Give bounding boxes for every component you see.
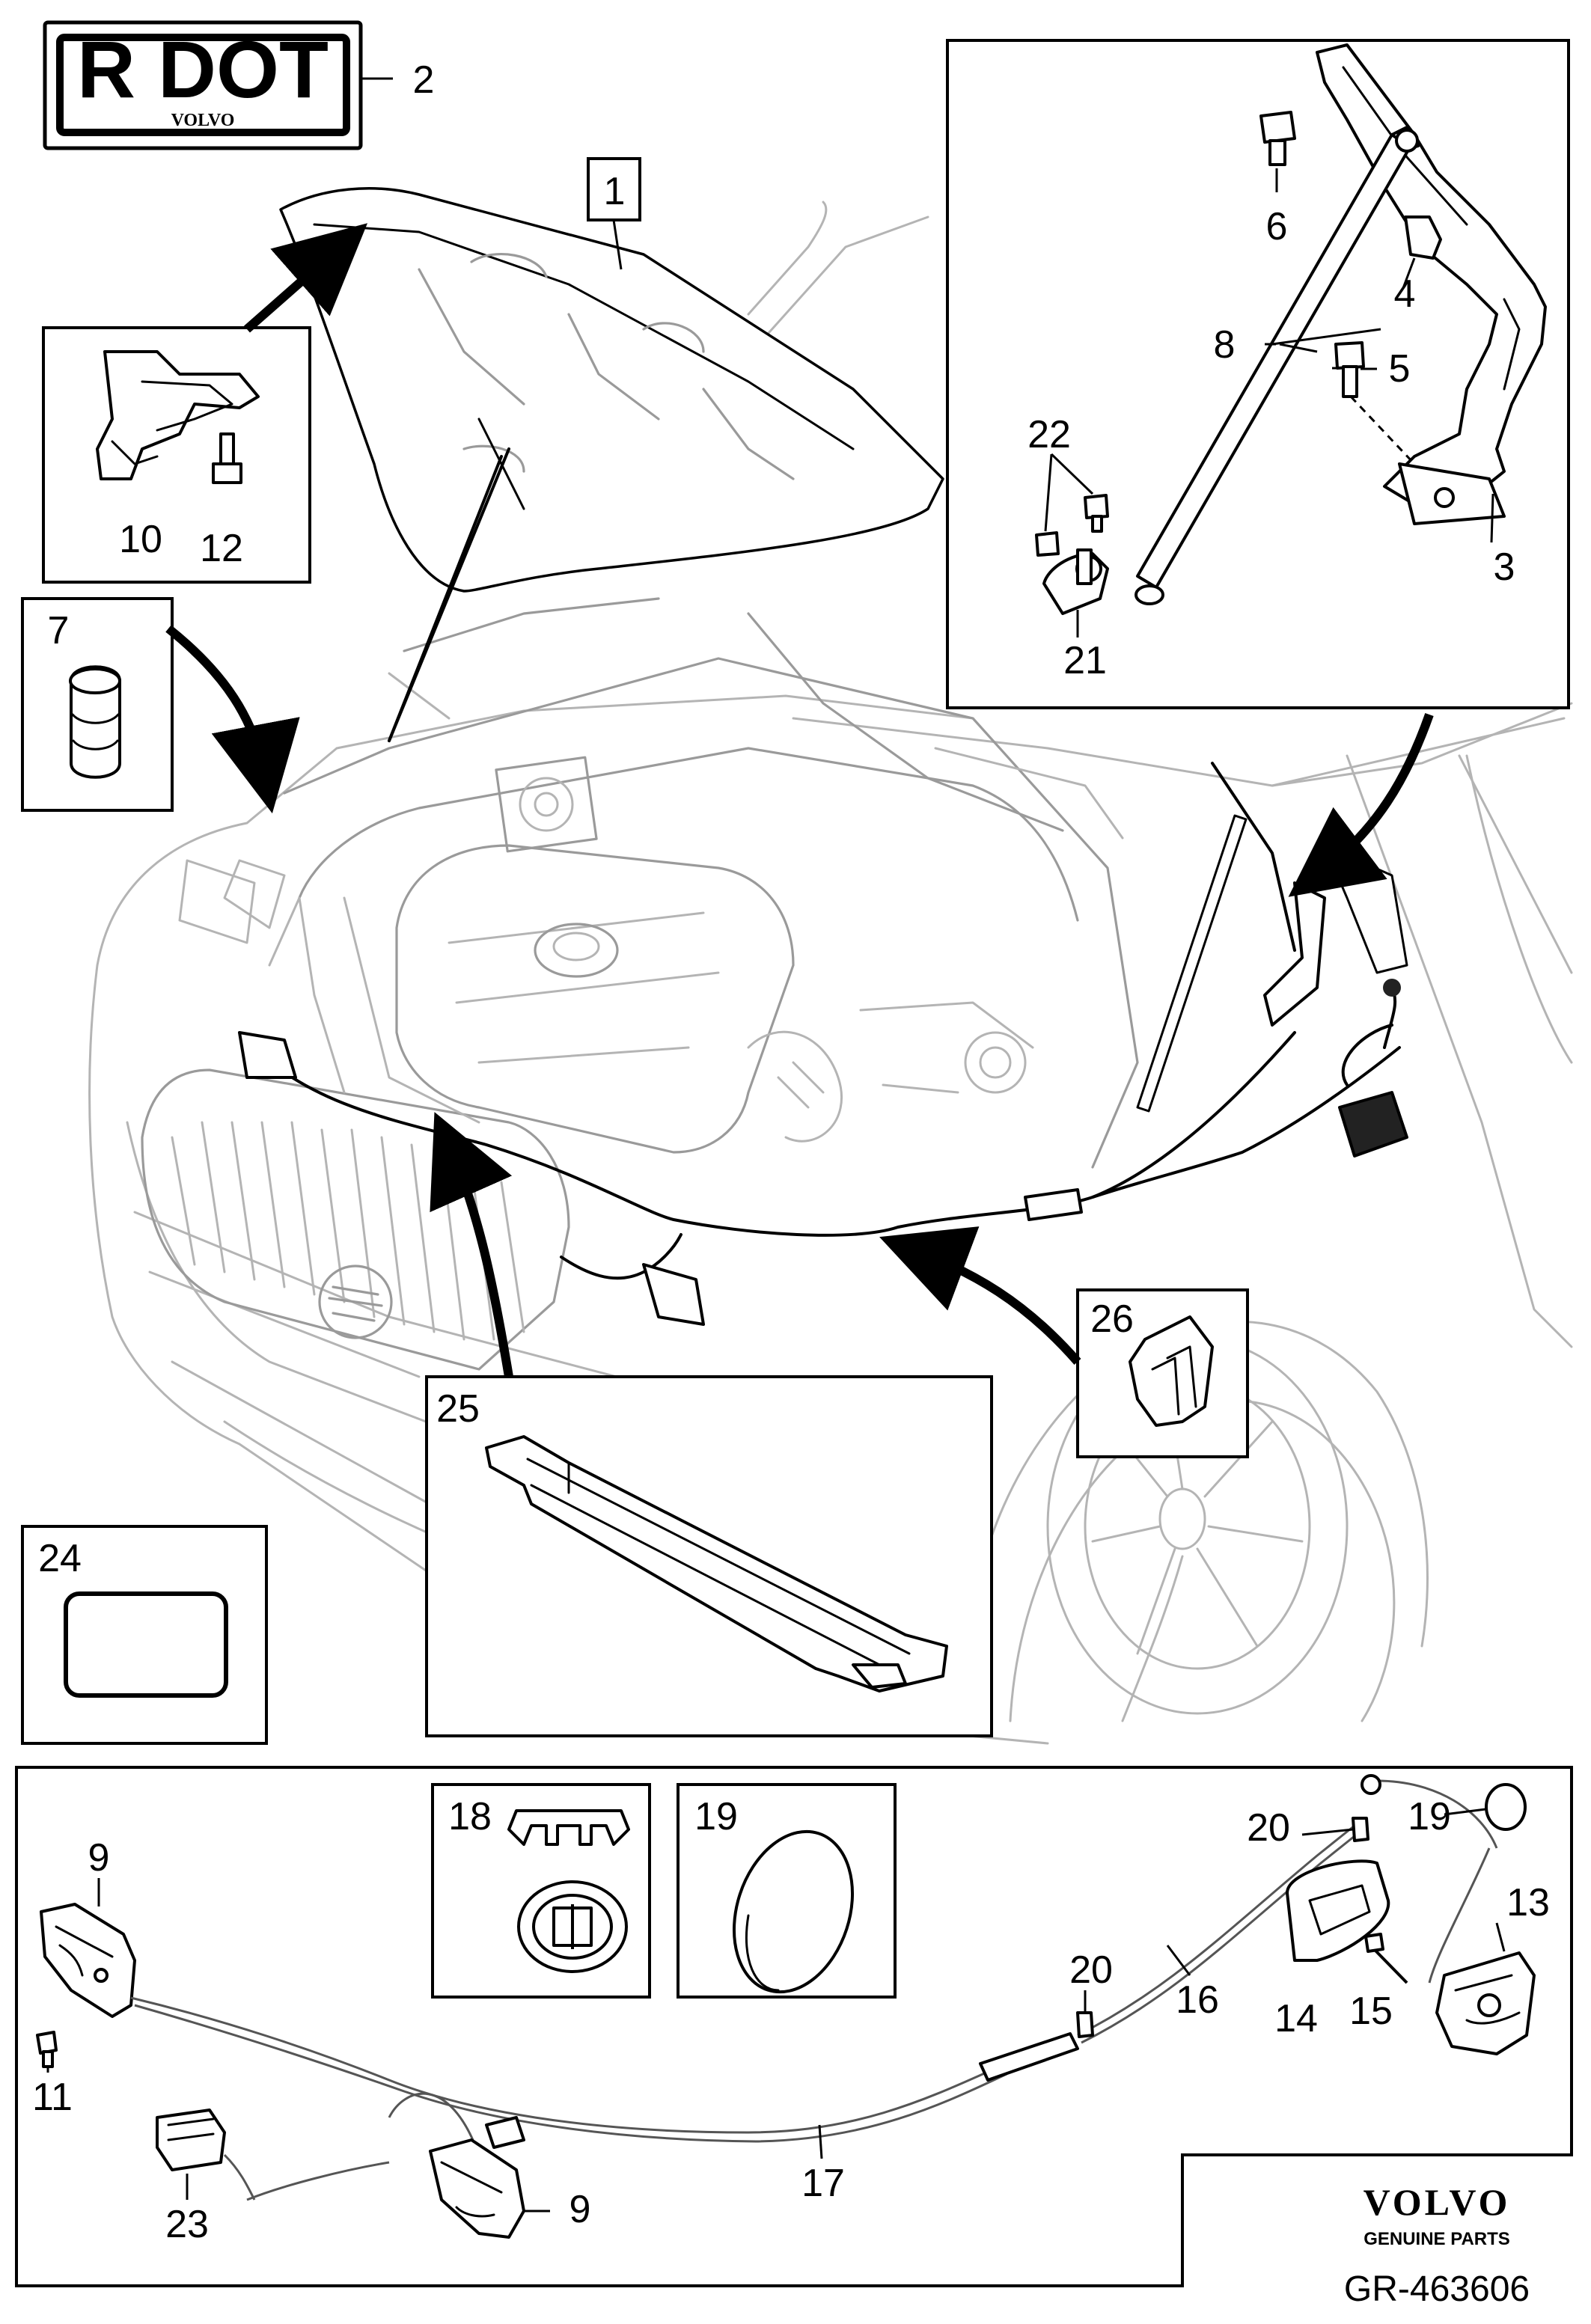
callout-11: 11 bbox=[32, 2076, 73, 2119]
inset-grommet bbox=[21, 597, 174, 812]
callout-8: 8 bbox=[1214, 323, 1236, 367]
callout-20-lower: 20 bbox=[1069, 1948, 1113, 1992]
callout-18: 18 bbox=[448, 1795, 492, 1838]
bottom-panel bbox=[15, 1766, 1573, 2287]
volvo-wordmark: VOLVO bbox=[1364, 2181, 1511, 2223]
callout-25: 25 bbox=[436, 1387, 480, 1431]
callout-13: 13 bbox=[1506, 1881, 1550, 1924]
callout-19-box: 19 bbox=[694, 1795, 738, 1838]
callout-2: 2 bbox=[413, 58, 435, 102]
inset-plate bbox=[21, 1525, 268, 1745]
callout-5: 5 bbox=[1389, 347, 1411, 391]
bonnet bbox=[279, 187, 944, 742]
rdot-sub-text: VOLVO bbox=[171, 111, 235, 130]
callout-9-lower: 9 bbox=[569, 2188, 591, 2231]
inset-cable-clip bbox=[1076, 1288, 1249, 1458]
callout-15: 15 bbox=[1349, 1990, 1393, 2033]
callout-6: 6 bbox=[1266, 205, 1288, 248]
callout-12: 12 bbox=[200, 527, 243, 570]
gas-strut-right bbox=[1136, 814, 1248, 1113]
callout-3: 3 bbox=[1494, 545, 1515, 589]
callout-1: 1 bbox=[604, 170, 626, 213]
car-illustration bbox=[88, 201, 1573, 1745]
gas-strut-left bbox=[388, 455, 503, 742]
bay-wiring-harness bbox=[253, 1031, 1296, 1237]
inset-hood-bumper bbox=[42, 326, 311, 584]
callout-21: 21 bbox=[1063, 639, 1107, 682]
callout-19-cap: 19 bbox=[1408, 1795, 1451, 1838]
callout-7: 7 bbox=[48, 609, 70, 652]
callout-23: 23 bbox=[165, 2203, 209, 2246]
callout-20-upper: 20 bbox=[1247, 1806, 1290, 1850]
genuine-parts-tagline: GENUINE PARTS bbox=[1364, 2229, 1510, 2249]
callout-26: 26 bbox=[1090, 1297, 1134, 1341]
callout-17: 17 bbox=[801, 2162, 845, 2205]
volvo-brand-block: VOLVO GENUINE PARTS GR-463606 bbox=[1344, 2181, 1530, 2309]
inset-hinge-strut bbox=[946, 39, 1570, 709]
inset-seal-strip bbox=[425, 1375, 993, 1737]
callout-24: 24 bbox=[38, 1537, 82, 1580]
callout-22: 22 bbox=[1027, 413, 1071, 456]
callout-4: 4 bbox=[1394, 272, 1416, 316]
callout-9-upper: 9 bbox=[88, 1836, 110, 1880]
callout-10: 10 bbox=[119, 518, 162, 561]
rdot-main-text: R DOT bbox=[77, 24, 329, 114]
hood-hinge bbox=[1263, 881, 1326, 1027]
callout-labels: 1 2 3 4 5 6 7 8 9 9 10 11 12 13 14 15 16… bbox=[32, 58, 1550, 2246]
part-2-rdot-label: R DOT VOLVO bbox=[43, 20, 363, 150]
callout-16: 16 bbox=[1176, 1978, 1219, 2022]
callout-14: 14 bbox=[1274, 1997, 1318, 2040]
document-number: GR-463606 bbox=[1344, 2269, 1530, 2309]
